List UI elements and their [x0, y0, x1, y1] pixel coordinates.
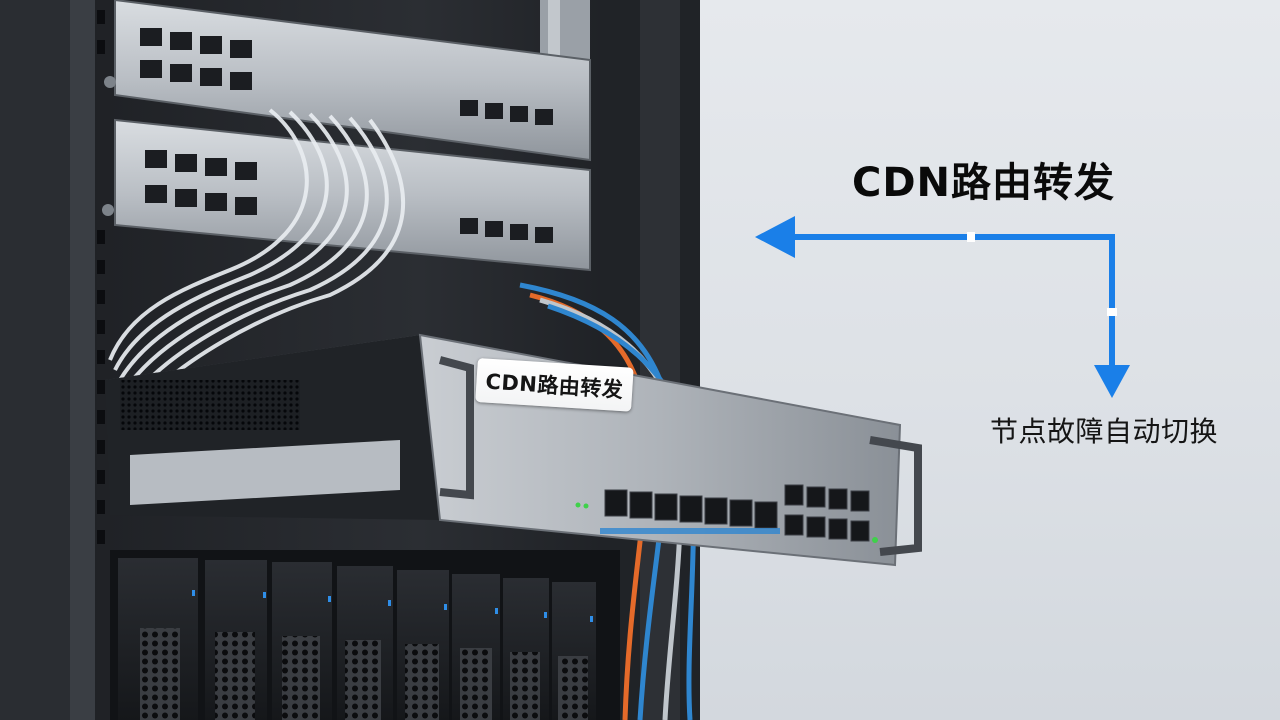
middle-switch [102, 118, 591, 272]
failover-caption: 节点故障自动切换 [990, 415, 1219, 448]
white-cable-bundle [108, 108, 406, 412]
top-switch [104, 0, 591, 162]
headline: CDN路由转发 [852, 160, 1116, 206]
routing-arrow [755, 216, 1130, 398]
storage-bays [110, 550, 620, 720]
